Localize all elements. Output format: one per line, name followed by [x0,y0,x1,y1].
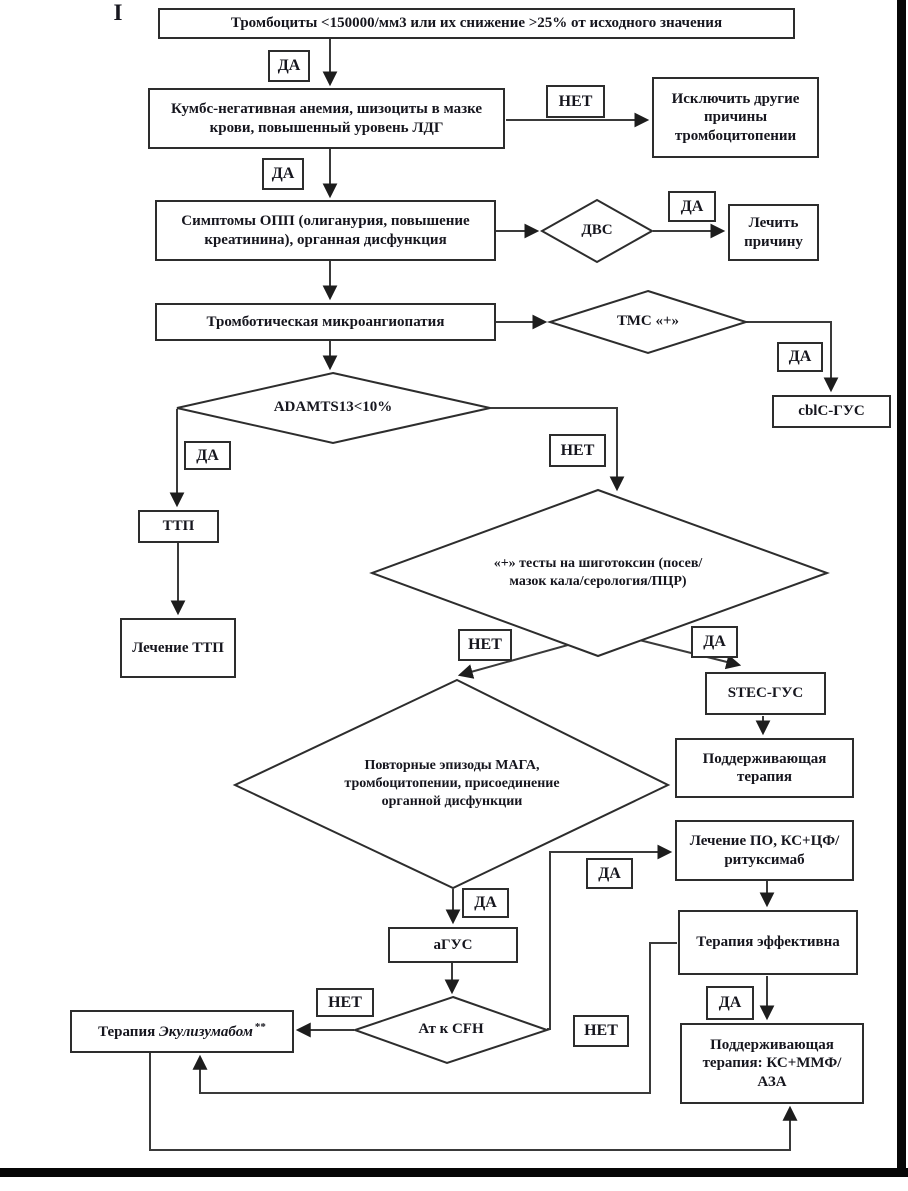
page-frame-right-border [897,0,906,1176]
decision-cfh-antibodies-label: Ат к CFH [418,1021,484,1038]
decision-dic-label: ДВС [581,222,613,239]
decision-adamts13-label: ADAMTS13<10% [273,399,393,416]
no-label-2: НЕТ [549,434,606,467]
decision-tms-label: ТМС «+» [616,313,680,330]
box-stec-hus: STEC-ГУС [705,672,826,715]
yes-label-6: ДА [691,626,738,658]
box-coombs-negative-anemia: Кумбс-негативная анемия, шизоциты в мазк… [148,88,505,149]
figure-number-label: I [113,0,123,25]
box-ttp: ТТП [138,510,219,543]
decision-shigatoxin-label: «+» тесты на шиготоксин (посев/мазок кал… [493,555,703,589]
box-platelets-criteria: Тромбоциты <150000/мм3 или их снижение >… [158,8,795,39]
eculizumab-drug-name: Экулизумабом [158,1024,253,1041]
yes-label-5: ДА [184,441,231,470]
diamond-dic [539,198,655,264]
box-ttp-treatment: Лечение ТТП [120,618,236,678]
box-exclude-other-causes: Исключить другие причины тромбоцитопении [652,77,819,158]
box-eculizumab-therapy: Терапия Экулизумабом** [70,1010,294,1053]
yes-label-9: ДА [706,986,754,1020]
eculizumab-prefix: Терапия [98,1024,156,1041]
diamond-relapse [232,678,671,890]
no-label-5: НЕТ [573,1015,629,1047]
no-label-4: НЕТ [316,988,374,1017]
decision-diamonds [176,198,830,1065]
box-thrombotic-microangiopathy: Тромботическая микроангиопатия [155,303,496,341]
diamond-shigatoxin [369,488,830,658]
box-supportive-therapy-2: Поддерживающая терапия: КС+ММФ/АЗА [680,1023,864,1104]
box-cblc-hus: cblC-ГУС [772,395,891,428]
diamond-adamts13 [176,371,491,445]
yes-label-1: ДА [268,50,310,82]
box-supportive-therapy: Поддерживающая терапия [675,738,854,798]
decision-relapse-label: Повторные эпизоды МАГА, тромбоцитопении,… [344,757,560,810]
diamond-tms [546,289,750,355]
eculizumab-therapy-text: Терапия Экулизумабом** [98,1021,266,1041]
no-label-1: НЕТ [546,85,605,118]
eculizumab-footnote-marker: ** [254,1021,266,1034]
yes-label-4: ДА [777,342,823,372]
yes-label-8: ДА [586,858,633,889]
diamond-cfh-antibodies [351,995,551,1065]
box-treat-cause: Лечить причину [728,204,819,261]
no-label-3: НЕТ [458,629,512,661]
yes-label-2: ДА [262,158,304,190]
box-ahus: аГУС [388,927,518,963]
yes-label-3: ДА [668,191,716,222]
yes-label-7: ДА [462,888,509,918]
box-plasma-exchange-treatment: Лечение ПО, КС+ЦФ/ритуксимаб [675,820,854,881]
box-aki-symptoms: Симптомы ОПП (олиганурия, повышение креа… [155,200,496,261]
box-therapy-effective: Терапия эффективна [678,910,858,975]
page-frame-bottom-border [0,1168,908,1177]
